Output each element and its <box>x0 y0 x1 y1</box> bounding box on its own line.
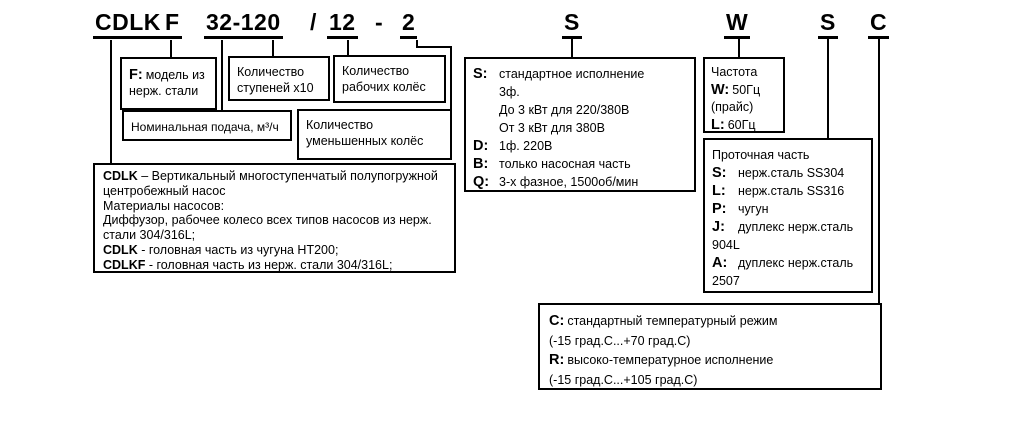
connector-impellers <box>347 40 349 56</box>
power-option-sub: От 3 кВт для 380В <box>499 121 605 135</box>
callout-flow: Номинальная подача, м³/ч <box>122 110 292 141</box>
stages-text: Количество ступеней x10 <box>237 65 314 95</box>
callout-impellers: Количество рабочих колёс <box>333 55 446 103</box>
temperature-option: R:высоко-температурное исполнение <box>549 352 774 368</box>
code-power: S <box>562 10 582 39</box>
code-series: CDLK <box>93 10 163 39</box>
connector-reduced <box>450 46 452 111</box>
connector-flow <box>221 40 223 111</box>
material-flag-text: модель из нерж. стали <box>129 68 205 98</box>
temperature-range: (-15 град.С...+105 град.С) <box>549 372 698 387</box>
code-material-flag: F <box>163 10 182 39</box>
frequency-option: L:60Гц <box>711 116 756 133</box>
frequency-option: W:50Гц <box>711 81 761 98</box>
frequency-note: (прайс) <box>711 100 754 114</box>
callout-material-flag: F:модель из нерж. стали <box>120 57 217 110</box>
description-line: Материалы насосов: <box>103 198 225 213</box>
impellers-text: Количество рабочих колёс <box>342 64 426 94</box>
callout-temperature: C:стандартный температурный режим (-15 г… <box>538 303 882 390</box>
code-temperature: C <box>868 10 890 39</box>
callout-series-description: CDLK – Вертикальный многоступенчатый пол… <box>93 163 456 273</box>
power-option: Q:3-х фазное, 1500об/мин <box>473 174 639 190</box>
callout-reduced-impellers: Количество уменьшенных колёс <box>297 109 452 160</box>
flow-text: Номинальная подача, м³/ч <box>131 120 279 134</box>
code-frequency: W <box>724 10 751 39</box>
code-reduced: 2 <box>400 10 418 39</box>
code-slash: / <box>310 9 317 35</box>
connector-reduced-drop <box>416 40 418 48</box>
connector-stages <box>272 40 274 57</box>
material-flag-key: F: <box>129 67 143 83</box>
description-line: Диффузор, рабочее колесо всех типов насо… <box>103 213 432 243</box>
code-dash: - <box>375 9 384 35</box>
callout-frequency: Частота W:50Гц (прайс) L:60Гц <box>703 57 785 133</box>
connector-material-flag <box>170 40 172 58</box>
power-option-sub: До 3 кВт для 220/380В <box>499 103 630 117</box>
description-line: CDLKF - головная часть из нерж. стали 30… <box>103 257 393 272</box>
wetted-material-option: L:нерж.сталь SS316 <box>712 183 845 199</box>
temperature-range: (-15 град.С...+70 град.С) <box>549 333 691 348</box>
power-option-sub: 3ф. <box>499 85 520 99</box>
temperature-option: C:стандартный температурный режим <box>549 313 778 329</box>
power-option: D:1ф. 220В <box>473 138 553 154</box>
connector-power <box>571 39 573 58</box>
reduced-impellers-text: Количество уменьшенных колёс <box>306 118 424 148</box>
callout-power-options: S:стандартное исполнение 3ф. До 3 кВт дл… <box>464 57 696 192</box>
wetted-material-title: Проточная часть <box>712 148 810 162</box>
connector-series <box>110 40 112 163</box>
callout-wetted-material: Проточная часть S:нерж.сталь SS304 L:нер… <box>703 138 873 293</box>
power-option: B:только насосная часть <box>473 156 631 172</box>
frequency-title: Частота <box>711 65 758 79</box>
power-option: S:стандартное исполнение <box>473 66 645 82</box>
wetted-material-option: J:дуплекс нерж.сталь 904L <box>712 219 854 252</box>
wetted-material-option: P:чугун <box>712 201 769 217</box>
wetted-material-option: A:дуплекс нерж.сталь 2507 <box>712 255 854 288</box>
wetted-material-option: S:нерж.сталь SS304 <box>712 165 845 181</box>
description-line: CDLK - головная часть из чугуна HT200; <box>103 242 339 257</box>
connector-frequency <box>738 39 740 58</box>
code-impellers: 12 <box>327 10 358 39</box>
description-line: CDLK – Вертикальный многоступенчатый пол… <box>103 169 438 198</box>
connector-reduced-elbow <box>416 46 452 48</box>
connector-wetted <box>827 39 829 139</box>
callout-stages: Количество ступеней x10 <box>228 56 330 101</box>
connector-temperature <box>878 39 880 305</box>
code-flow-stages: 32-120 <box>204 10 283 39</box>
code-wetted-material: S <box>818 10 838 39</box>
